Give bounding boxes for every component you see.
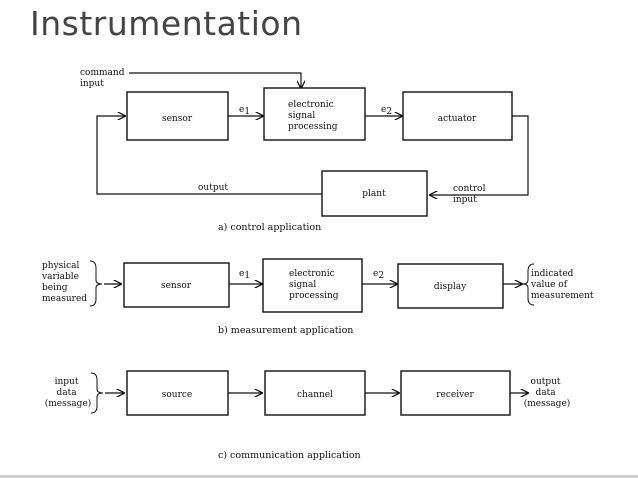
control-processing-label: electronic signal processing xyxy=(288,100,338,132)
communication-channel-label: channel xyxy=(297,390,333,400)
measurement-output-brace xyxy=(522,263,535,306)
communication-output-label: output data (message) xyxy=(524,377,571,409)
measurement-display-box xyxy=(397,263,504,309)
control-actuator-label: actuator xyxy=(438,114,477,124)
communication-source-label: source xyxy=(162,390,193,400)
measurement-processing-box xyxy=(262,258,363,313)
control-e1-label: e1 xyxy=(239,105,250,117)
communication-application: input data (message) source channel rece… xyxy=(45,370,571,461)
measurement-e1-label: e1 xyxy=(239,269,250,281)
measurement-sensor-label: sensor xyxy=(161,281,192,291)
control-input-label: control input xyxy=(453,184,488,205)
measurement-caption: b) measurement application xyxy=(218,325,353,336)
measurement-processing-label: electronic signal processing xyxy=(289,269,339,301)
control-application: command input sensor e1 electronic signa… xyxy=(80,68,529,233)
communication-channel-box xyxy=(264,370,366,416)
control-sensor-box xyxy=(126,91,229,141)
communication-input-brace xyxy=(90,372,104,414)
communication-receiver-label: receiver xyxy=(436,390,474,400)
measurement-sensor-box xyxy=(123,262,230,308)
measurement-output-label: indicated value of measurement xyxy=(530,269,594,301)
measurement-display-label: display xyxy=(434,282,467,292)
slide-title: Instrumentation xyxy=(30,4,303,43)
command-input-label: command input xyxy=(80,68,127,89)
communication-caption: c) communication application xyxy=(218,450,361,461)
command-input-arrow xyxy=(129,72,301,88)
control-plant-label: plant xyxy=(362,189,386,199)
control-processing-box xyxy=(263,87,366,141)
control-e2-label: e2 xyxy=(381,105,392,117)
measurement-application: physical variable being measured sensor … xyxy=(41,258,594,336)
communication-input-label: input data (message) xyxy=(45,377,92,409)
control-output-label: output xyxy=(198,183,228,193)
measurement-input-label: physical variable being measured xyxy=(41,261,87,304)
measurement-input-brace xyxy=(89,260,103,307)
control-sensor-label: sensor xyxy=(162,114,193,124)
control-feedback-arrow xyxy=(96,116,322,195)
control-plant-box xyxy=(321,170,428,217)
control-input-arrow xyxy=(430,115,529,195)
control-caption: a) control application xyxy=(218,222,321,233)
slide-bottom-bar xyxy=(0,475,638,478)
measurement-e2-label: e2 xyxy=(373,269,384,281)
